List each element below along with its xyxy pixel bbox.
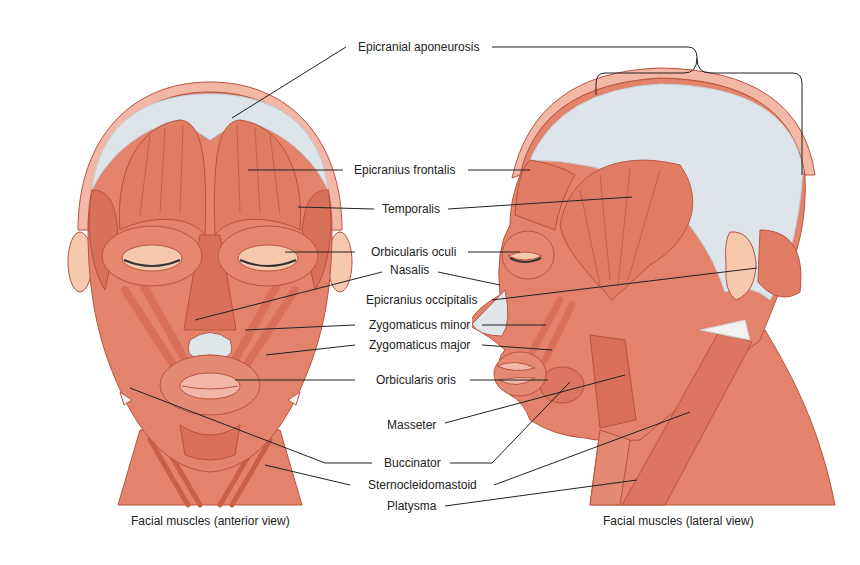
- anterior-head-part: [124, 260, 296, 266]
- muscle-label: Epicranial aponeurosis: [356, 40, 481, 54]
- leader-lines-part: [492, 268, 757, 300]
- muscle-label: Zygomaticus minor: [367, 318, 472, 332]
- caption: Facial muscles (lateral view): [601, 514, 756, 528]
- lateral-head-part: [758, 230, 801, 297]
- lateral-head-part: [726, 232, 757, 300]
- leader-lines-part: [130, 382, 570, 463]
- caption: Facial muscles (anterior view): [129, 514, 292, 528]
- muscle-label: Sternocleidomastoid: [366, 478, 479, 492]
- anterior-head-part: [180, 425, 240, 460]
- anterior-head-part: [122, 245, 182, 271]
- muscle-label: Buccinator: [382, 456, 443, 470]
- leader-lines-part: [445, 375, 625, 423]
- anterior-head: [68, 82, 352, 505]
- lateral-head-part: [470, 78, 805, 441]
- lateral-head-part: [580, 168, 660, 285]
- anterior-head-part: [88, 92, 332, 472]
- muscle-label: Nasalis: [388, 263, 431, 277]
- lateral-head-part: [530, 84, 803, 300]
- anterior-head-part: [218, 226, 318, 286]
- muscle-label: Zygomaticus major: [367, 338, 472, 352]
- muscle-label: Temporalis: [380, 202, 442, 216]
- leader-lines-part: [298, 197, 632, 209]
- anterior-head-part: [120, 392, 300, 405]
- lateral-head-part: [502, 231, 554, 279]
- lateral-head-part: [532, 300, 572, 360]
- muscle-label: Platysma: [385, 499, 438, 513]
- leader-lines-part: [492, 47, 802, 175]
- leader-lines-part: [195, 272, 500, 320]
- lateral-head-part: [510, 258, 541, 262]
- leader-lines-part: [265, 412, 690, 485]
- lateral-head: [470, 68, 835, 505]
- lateral-head-part: [494, 352, 546, 396]
- anterior-head-part: [188, 333, 232, 359]
- muscle-label: Masseter: [385, 418, 438, 432]
- lateral-head-part: [700, 320, 750, 340]
- leader-lines-part: [232, 47, 346, 118]
- anterior-head-part: [180, 373, 240, 399]
- muscle-label: Orbicularis oculi: [369, 245, 458, 259]
- anterior-head-part: [238, 245, 298, 271]
- muscle-label: Epicranius occipitalis: [364, 293, 479, 307]
- muscle-label: Orbicularis oris: [374, 373, 458, 387]
- lateral-head-part: [622, 330, 752, 505]
- muscle-label: Epicranius frontalis: [352, 163, 457, 177]
- lateral-head-part: [540, 367, 584, 403]
- anterior-head-part: [78, 82, 342, 230]
- lateral-head-part: [497, 362, 535, 384]
- anterior-head-part: [102, 226, 202, 286]
- lateral-head-part: [560, 160, 693, 300]
- lateral-head-part: [590, 330, 835, 505]
- anterior-head-part: [182, 386, 238, 389]
- lateral-head-part: [590, 335, 636, 428]
- leader-lines: [130, 47, 802, 506]
- anterior-head-part: [160, 355, 260, 415]
- lateral-head-part: [590, 430, 630, 505]
